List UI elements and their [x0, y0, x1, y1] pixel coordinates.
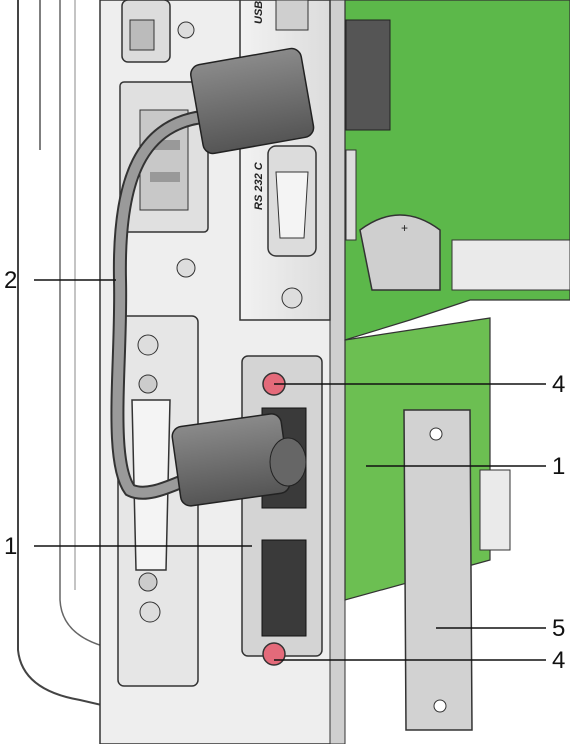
callout-cable: 2	[4, 267, 17, 294]
callout-module-board: 1	[552, 453, 565, 480]
slot-cover-plate	[403, 409, 473, 731]
callout-top-screw: 4	[552, 371, 565, 398]
usb-port[interactable]	[275, 0, 309, 31]
controller-board: +	[344, 0, 570, 341]
top-cable-plug	[190, 47, 315, 155]
panel-screw-icon	[176, 258, 196, 278]
callout-module-front: 1	[4, 533, 17, 560]
callout-lines	[34, 279, 546, 661]
module-front-plate	[241, 355, 323, 666]
svg-text:+: +	[401, 221, 408, 235]
rs232-label: RS 232 C	[253, 161, 265, 210]
usb-label: USB	[253, 1, 265, 24]
ethernet-port-2[interactable]	[261, 539, 307, 637]
bottom-screw-icon	[262, 642, 286, 666]
patch-cable	[110, 47, 315, 507]
io-panel: USB RS 232 C	[239, 0, 331, 321]
battery-holder	[359, 214, 441, 291]
ribbon-header	[451, 239, 570, 291]
callout-labels: 2 4 1 1 5 4	[4, 267, 565, 674]
callout-bottom-screw: 4	[552, 647, 565, 674]
callout-slot-cover: 5	[552, 615, 565, 642]
printer-housing	[17, 0, 331, 745]
